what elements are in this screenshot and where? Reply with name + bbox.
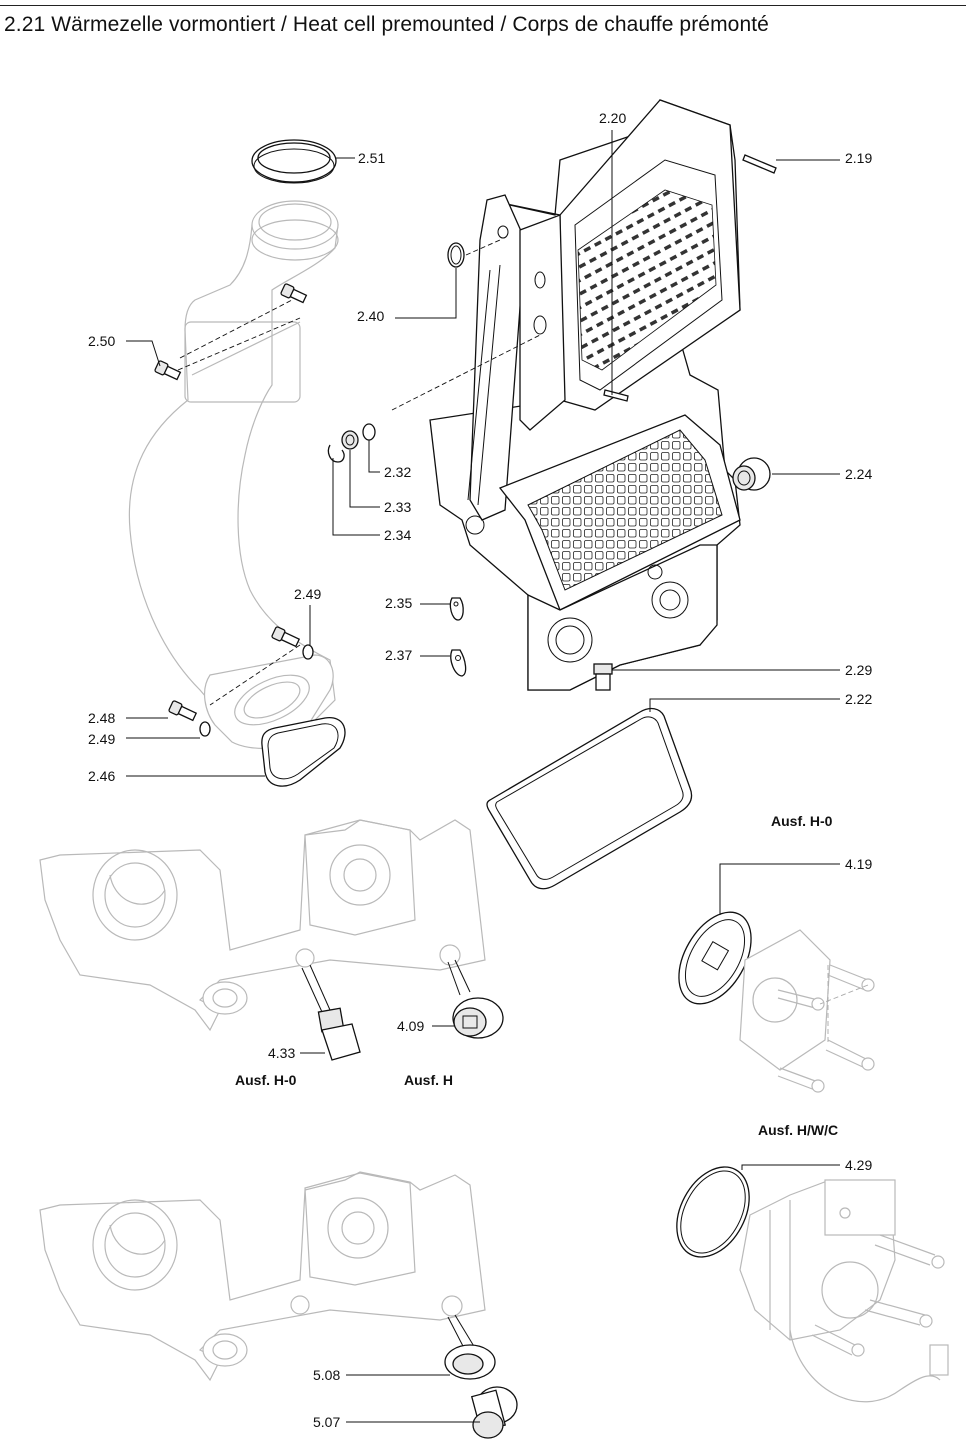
part-2-22-gasket	[486, 707, 693, 890]
label-4-33: 4.33	[268, 1045, 295, 1061]
part-2-50-screws	[154, 283, 308, 381]
label-2-33: 2.33	[384, 499, 411, 515]
label-4-09: 4.09	[397, 1018, 424, 1034]
part-2-40-oring	[447, 242, 465, 268]
part-2-29-nipple	[593, 663, 613, 691]
part-5-07-fitting	[470, 1386, 518, 1439]
hydraulic-block-lower	[39, 1171, 486, 1382]
label-4-29: 4.29	[845, 1157, 872, 1173]
label-2-51: 2.51	[358, 150, 385, 166]
part-4-09-plug	[447, 959, 504, 1039]
part-2-19-pin	[742, 154, 777, 174]
label-5-07: 5.07	[313, 1414, 340, 1430]
part-2-46-gasket	[261, 717, 346, 787]
label-2-48: 2.48	[88, 710, 115, 726]
label-2-20: 2.20	[599, 110, 626, 126]
flue-pipe	[128, 200, 339, 749]
label-2-19: 2.19	[845, 150, 872, 166]
label-2-34: 2.34	[384, 527, 411, 543]
circulation-pump	[739, 1179, 949, 1403]
part-5-08-nut	[444, 1344, 496, 1380]
label-2-49-lower: 2.49	[88, 731, 115, 747]
variant-h0-left: Ausf. H-0	[235, 1072, 297, 1088]
label-2-46: 2.46	[88, 768, 115, 784]
label-2-22: 2.22	[845, 691, 872, 707]
heat-cell-body	[429, 99, 741, 691]
part-4-29-oring	[676, 1166, 750, 1258]
top-rule	[0, 5, 966, 6]
part-2-48-screws	[168, 626, 314, 737]
part-2-32-2-34-rings	[327, 423, 376, 463]
label-2-49-upper: 2.49	[294, 586, 321, 602]
label-2-40: 2.40	[357, 308, 384, 324]
variant-h: Ausf. H	[404, 1072, 453, 1088]
label-2-35: 2.35	[385, 595, 412, 611]
leader-lines	[126, 130, 840, 1423]
part-2-24-plug	[732, 457, 771, 491]
variant-h0-right: Ausf. H-0	[771, 813, 833, 829]
label-2-24: 2.24	[845, 466, 872, 482]
label-2-37: 2.37	[385, 647, 412, 663]
label-2-32: 2.32	[384, 464, 411, 480]
label-2-29: 2.29	[845, 662, 872, 678]
leader-dash-2-40	[465, 239, 501, 256]
part-labels: 2.51 2.20 2.19 2.40 2.50 2.32 2.33 2.34 …	[88, 110, 872, 1430]
label-5-08: 5.08	[313, 1367, 340, 1383]
part-2-37-clip	[450, 649, 467, 677]
variant-hwc: Ausf. H/W/C	[758, 1122, 838, 1138]
page-title: 2.21 Wärmezelle vormontiert / Heat cell …	[4, 13, 769, 36]
part-2-51-ring	[251, 139, 337, 184]
label-2-50: 2.50	[88, 333, 115, 349]
part-4-33-adapter	[295, 948, 361, 1061]
leader-dash-2-32	[391, 334, 541, 411]
label-4-19: 4.19	[845, 856, 872, 872]
variant-labels: Ausf. H-0 Ausf. H-0 Ausf. H Ausf. H/W/C	[235, 813, 838, 1138]
part-4-19-flange	[678, 911, 875, 1093]
part-2-35-clip	[449, 597, 464, 621]
hydraulic-block-upper	[39, 819, 486, 1032]
